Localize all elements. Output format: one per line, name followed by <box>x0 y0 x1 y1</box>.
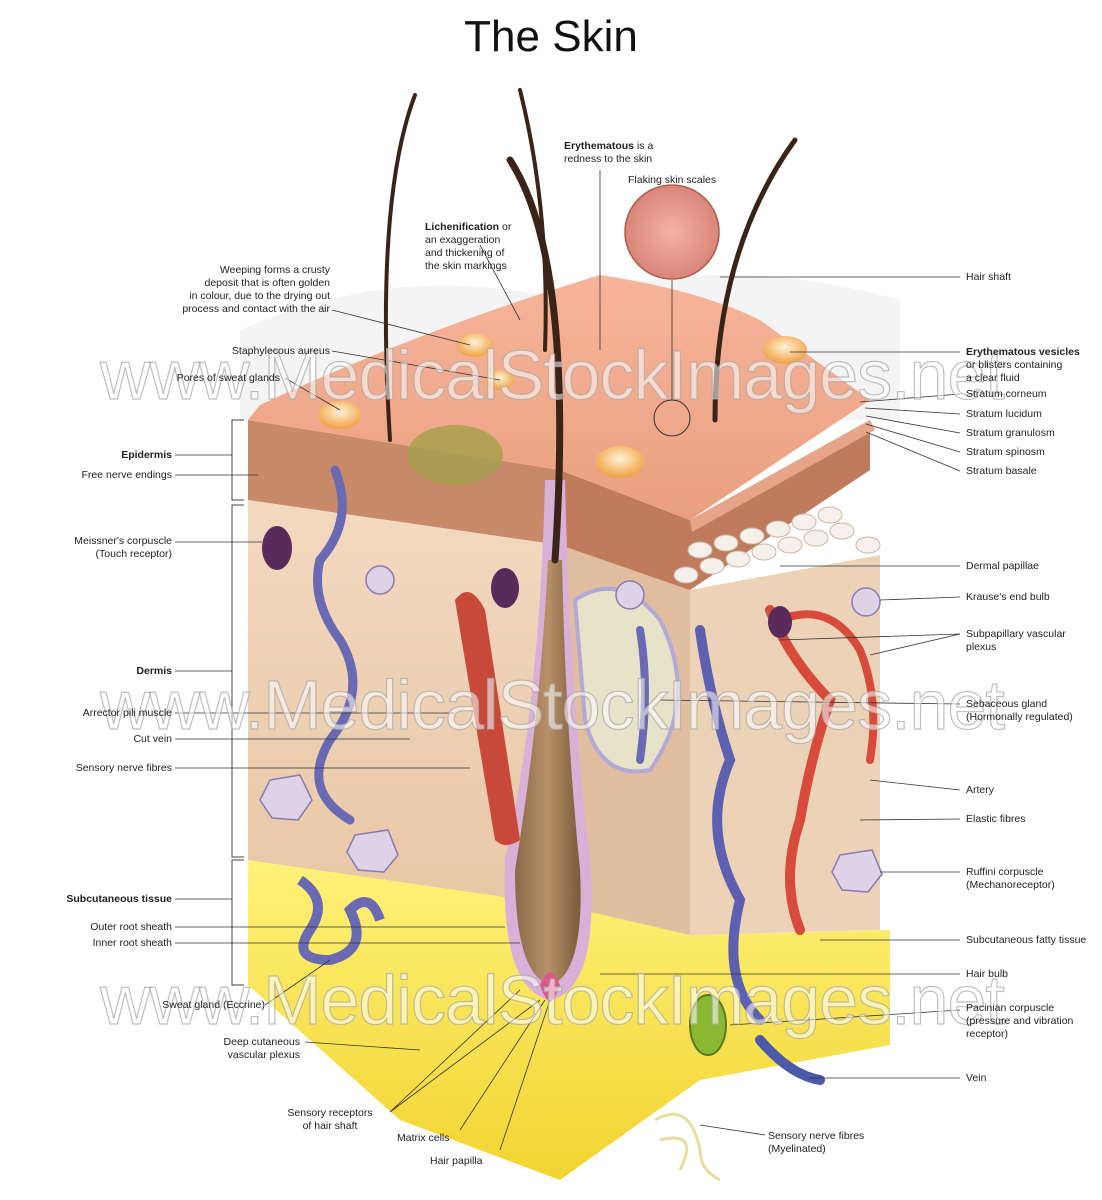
label-vein: Vein <box>966 1072 987 1084</box>
label-stratum-granulosm: Stratum granulosm <box>966 427 1055 439</box>
label-arrector-pili: Arrector pili muscle <box>82 707 172 719</box>
myelinated-nerve-fibres <box>654 1112 721 1182</box>
label-sebaceous-gland: Sebaceous gland (Hormonally regulated) <box>966 698 1073 723</box>
dermal-papillae-bumps <box>673 506 881 584</box>
label-subcutaneous-fatty-tissue: Subcutaneous fatty tissue <box>966 934 1087 946</box>
golden-crust <box>407 425 503 485</box>
label-elastic-fibres: Elastic fibres <box>966 813 1026 825</box>
label-sensory-nerve-fibres: Sensory nerve fibres <box>75 762 172 774</box>
epidermis-band-right <box>560 420 870 590</box>
leader-lines <box>175 170 961 1151</box>
label-free-nerve-endings: Free nerve endings <box>81 469 172 481</box>
label-cut-vein: Cut vein <box>133 733 172 745</box>
label-deep-cutaneous-plexus: Deep cutaneous vascular plexus <box>223 1036 300 1061</box>
meissner-corpuscles <box>262 526 792 638</box>
label-stratum-corneum: Stratum corneum <box>966 388 1047 400</box>
label-inner-root-sheath: Inner root sheath <box>92 937 172 949</box>
label-matrix-cells: Matrix cells <box>397 1132 450 1144</box>
flaking-skin-scales-magnified <box>624 184 720 280</box>
label-hair-bulb: Hair bulb <box>966 968 1009 980</box>
label-staphylecous: Staphylecous aureus <box>231 345 330 357</box>
label-outer-root-sheath: Outer root sheath <box>90 921 172 933</box>
label-weeping: Weeping forms a crusty deposit that is o… <box>182 264 330 315</box>
layer-brackets <box>231 419 244 986</box>
arrector-pili-muscle-shape <box>455 592 520 845</box>
label-erythematous: Erythematous is a redness to the skin <box>564 140 654 165</box>
label-artery: Artery <box>966 784 995 796</box>
label-subcutaneous-tissue: Subcutaneous tissue <box>66 893 172 905</box>
label-hair-papilla: Hair papilla <box>430 1155 483 1167</box>
label-krause-end-bulb: Krause's end bulb <box>966 591 1050 603</box>
label-dermis: Dermis <box>136 665 172 677</box>
label-stratum-spinosm: Stratum spinosm <box>966 446 1045 458</box>
vesicles <box>318 333 807 478</box>
hair-papilla-shape <box>540 972 560 1002</box>
label-meissner-corpuscle: Meissner's corpuscle (Touch receptor) <box>74 535 172 560</box>
label-stratum-basale: Stratum basale <box>966 465 1037 477</box>
label-subpapillary-plexus: Subpapillary vascular plexus <box>966 628 1066 653</box>
hair-root <box>515 560 581 985</box>
epidermis-band-left <box>248 420 560 545</box>
blood-vessels <box>313 465 878 1085</box>
label-sweat-gland-eccrine: Sweat gland (Eccrine) <box>162 999 265 1011</box>
label-hair-shaft: Hair shaft <box>966 271 1011 283</box>
label-flaking-skin-scales: Flaking skin scales <box>628 174 717 186</box>
hair-shafts <box>383 88 798 564</box>
label-pacinian-corpuscle: Pacinian corpuscle (pressure and vibrati… <box>966 1002 1074 1040</box>
end-bulbs <box>259 565 883 893</box>
stratum-layers <box>690 420 875 532</box>
label-epidermis: Epidermis <box>121 449 172 461</box>
label-lichenification: Lichenification or an exaggeration and t… <box>425 221 512 272</box>
pacinian-corpuscle-shape <box>689 994 727 1056</box>
label-myelinated-nerve-fibres: Sensory nerve fibres (Myelinated) <box>768 1130 865 1155</box>
label-ruffini-corpuscle: Ruffini corpuscle (Mechanoreceptor) <box>966 866 1055 891</box>
dermis-right-block <box>690 555 880 935</box>
label-erythematous-vesicles: Erythematous vesicles or blisters contai… <box>966 346 1080 384</box>
label-sensory-receptors-hair-shaft: Sensory receptors of hair shaft <box>287 1107 373 1132</box>
label-dermal-papillae: Dermal papillae <box>966 560 1039 572</box>
label-sweat-gland-pores: Pores of sweat glands <box>176 372 280 384</box>
label-stratum-lucidum: Stratum lucidum <box>966 408 1042 420</box>
diagram-title: The Skin <box>464 12 638 61</box>
